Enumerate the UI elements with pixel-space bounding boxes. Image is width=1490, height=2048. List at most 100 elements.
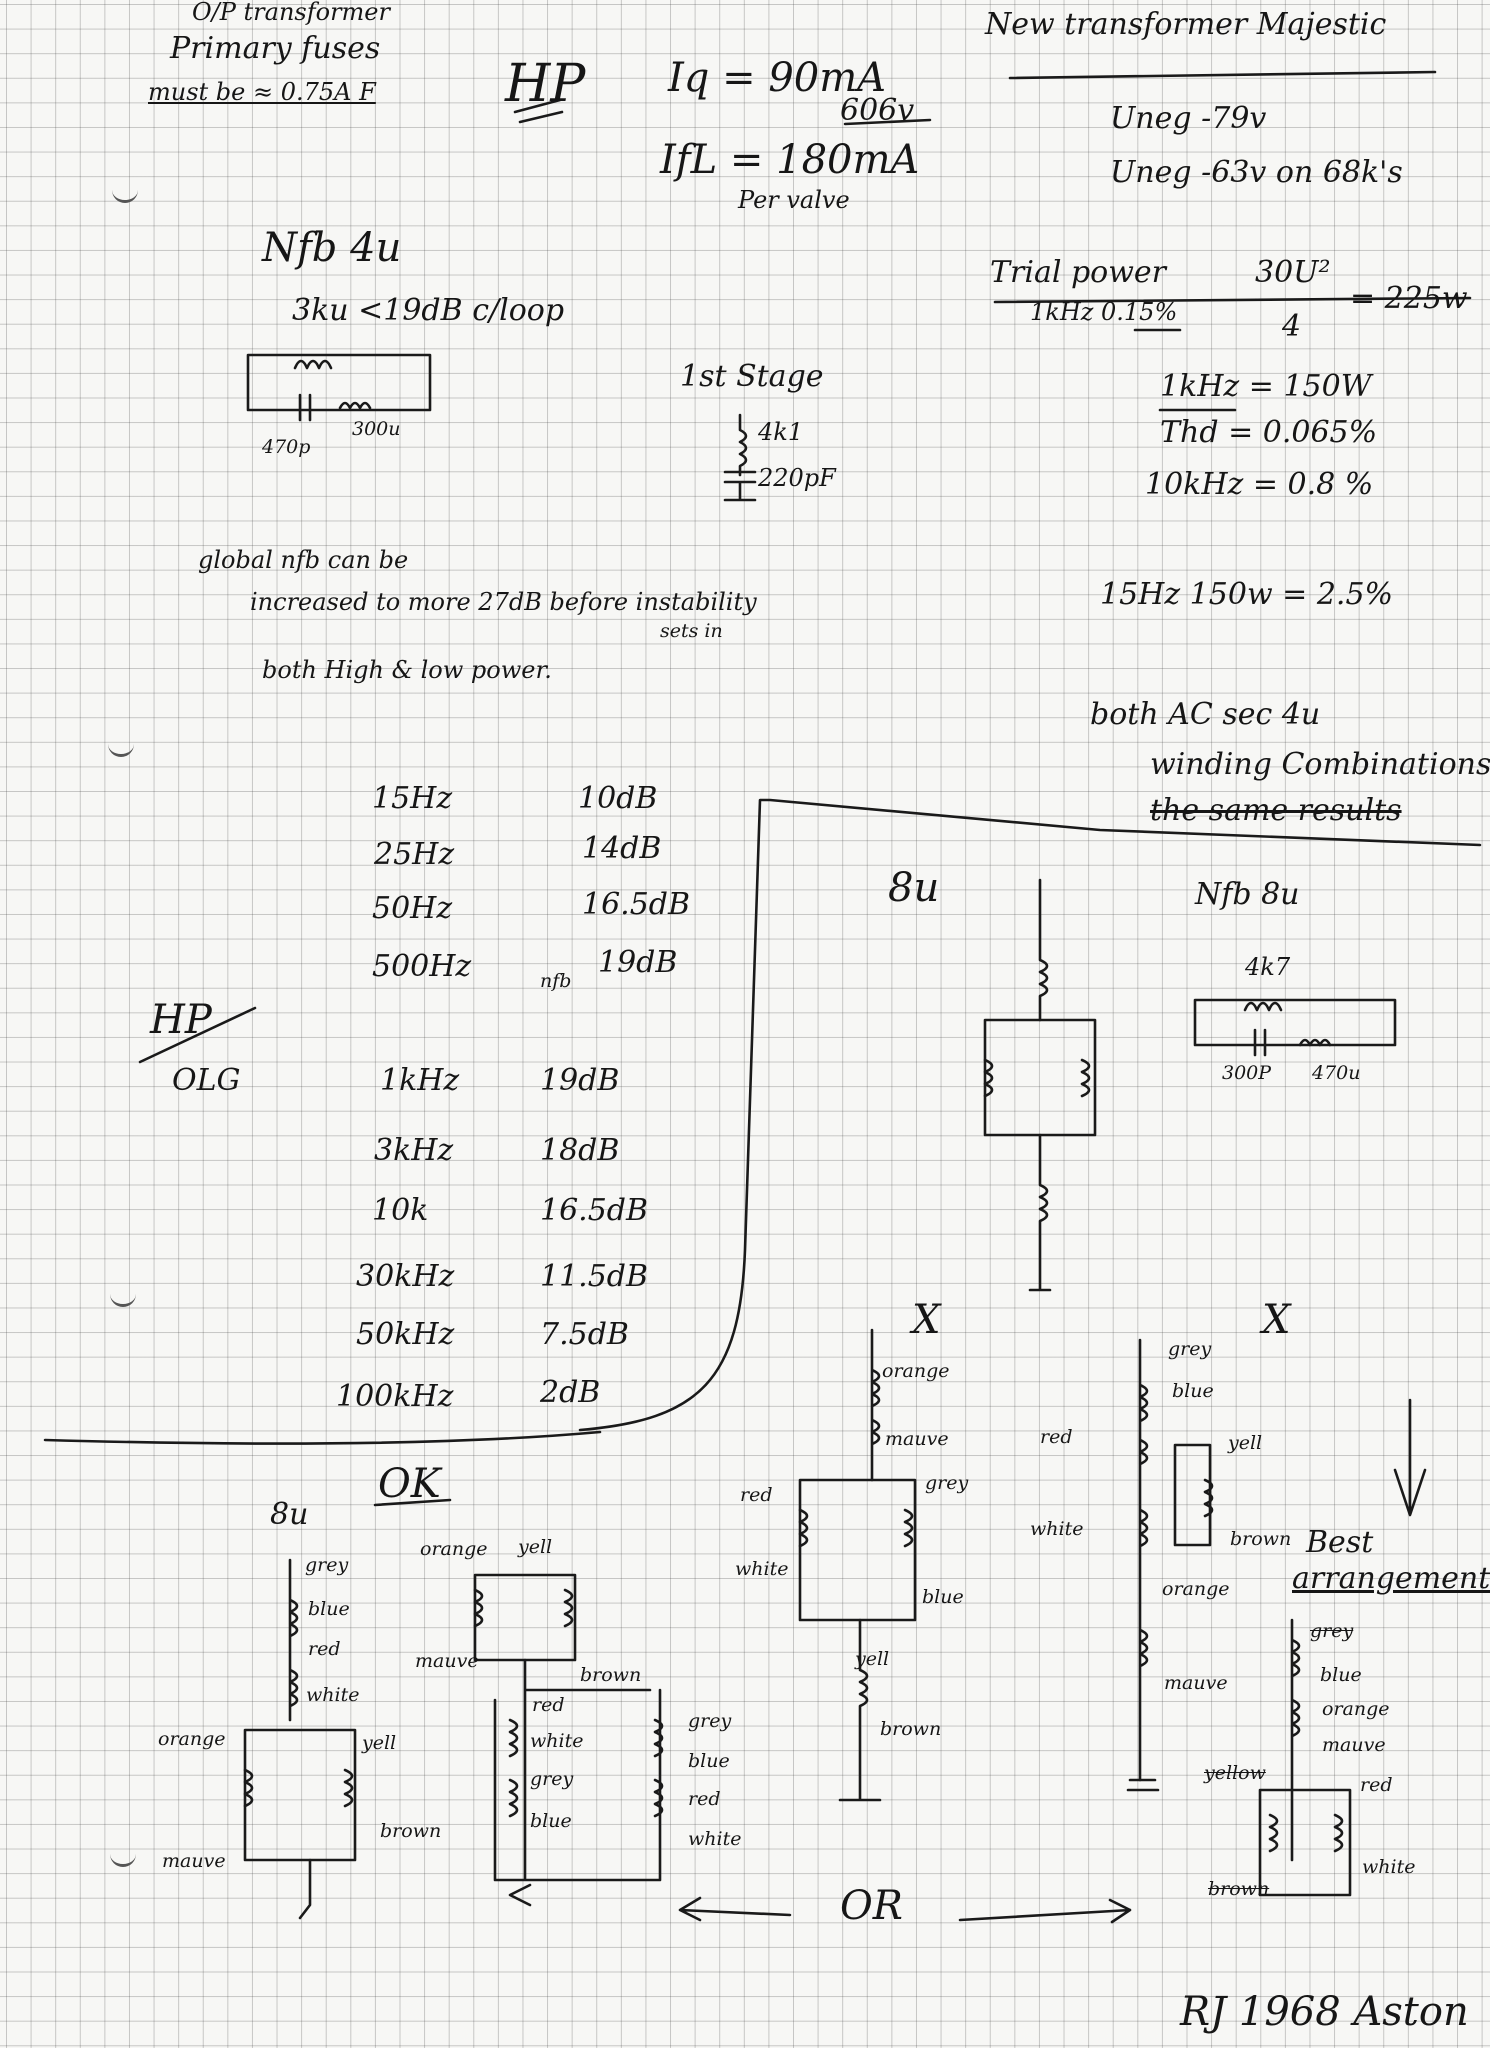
- first-stage-capacitor: 220pF: [758, 464, 836, 492]
- d3-mauve: mauve: [885, 1428, 949, 1450]
- d5-blue: blue: [1320, 1664, 1362, 1686]
- global-nfb-line-1: global nfb can be: [198, 546, 409, 574]
- power-1khz: 1kHz = 150W: [1160, 369, 1372, 404]
- olg-gain: 2dB: [540, 1375, 601, 1410]
- ok-label: OK: [378, 1461, 441, 1507]
- nfb4-capacitor: 470p: [262, 436, 311, 458]
- d1-grey: grey: [305, 1554, 349, 1576]
- olg-freq: 100kHz: [336, 1379, 454, 1414]
- binder-hole: [112, 186, 138, 203]
- d1-blue: blue: [308, 1598, 350, 1620]
- olg-gain: 19dB: [540, 1063, 620, 1098]
- khz-thd-value: 1kHz 0.15%: [1030, 298, 1178, 326]
- ac-sec-note-3: the same results: [1150, 793, 1402, 828]
- d2-red: red: [532, 1694, 565, 1716]
- nfb8-title: Nfb 8u: [1195, 877, 1300, 912]
- olg-freq: 15Hz: [372, 781, 453, 816]
- olg-nfb-label: nfb: [540, 970, 572, 992]
- d2-white-2: white: [688, 1828, 742, 1850]
- d1-mauve: mauve: [162, 1850, 226, 1872]
- d4-white: white: [1030, 1518, 1084, 1540]
- olg-freq: 50Hz: [372, 891, 453, 926]
- olg-gain: 7.5dB: [540, 1317, 629, 1352]
- d3-brown: brown: [880, 1718, 942, 1740]
- uneg-line-1: Uneg -79v: [1110, 101, 1267, 136]
- olg-gain: 11.5dB: [540, 1259, 649, 1294]
- d1-white: white: [306, 1684, 360, 1706]
- olg-hp-label: HP: [150, 997, 212, 1043]
- signature: RJ 1968 Aston: [1180, 1989, 1469, 2035]
- d3-yell: yell: [855, 1648, 890, 1670]
- ifl-value: IfL = 180mA: [660, 137, 920, 183]
- olg-freq: 3kHz: [374, 1133, 454, 1168]
- nfb4-title: Nfb 4u: [262, 225, 402, 271]
- nfb4-resistor: 300u: [352, 418, 401, 440]
- d4-mauve: mauve: [1164, 1672, 1228, 1694]
- olg-freq: 500Hz: [372, 949, 472, 984]
- global-nfb-line-2: increased to more 27dB before instabilit…: [250, 588, 757, 616]
- olg-gain: 10dB: [578, 781, 658, 816]
- d4-yell: yell: [1228, 1432, 1263, 1454]
- olg-gain: 19dB: [598, 945, 678, 980]
- ac-sec-note-2: winding Combinations: [1150, 747, 1490, 782]
- d1-orange: orange: [158, 1728, 226, 1750]
- olg-freq: 50kHz: [356, 1317, 455, 1352]
- per-valve-note: Per valve: [738, 186, 850, 214]
- d2-blue: blue: [530, 1810, 572, 1832]
- majestic-title: New transformer Majestic: [985, 7, 1387, 42]
- olg-gain: 18dB: [540, 1133, 620, 1168]
- d3-red: red: [740, 1484, 773, 1506]
- iq-value: Iq = 90mA: [668, 55, 887, 101]
- global-nfb-line-3: sets in: [660, 620, 723, 642]
- d4-orange: orange: [1162, 1578, 1230, 1600]
- power-10khz: 10kHz = 0.8 %: [1145, 467, 1374, 502]
- ac-sec-note-1: both AC sec 4u: [1090, 697, 1321, 732]
- formula-result: = 225w: [1350, 281, 1468, 316]
- d3-blue: blue: [922, 1586, 964, 1608]
- d2-grey: grey: [530, 1768, 574, 1790]
- first-stage-resistor: 4k1: [758, 418, 804, 446]
- d5-orange: orange: [1322, 1698, 1390, 1720]
- olg-gain: 16.5dB: [540, 1193, 649, 1228]
- trial-power-label: Trial power: [990, 255, 1167, 290]
- d4-brown: brown: [1230, 1528, 1292, 1550]
- olg-gain: 16.5dB: [582, 887, 691, 922]
- d2-brown: brown: [580, 1664, 642, 1686]
- d5-arrangement: arrangement: [1292, 1561, 1490, 1596]
- eight-ohm-label: 8u: [888, 865, 940, 911]
- d5-mauve: mauve: [1322, 1734, 1386, 1756]
- d4-cross: X: [1262, 1297, 1291, 1343]
- thd-value: Thd = 0.065%: [1160, 415, 1378, 450]
- d5-best: Best: [1306, 1525, 1374, 1560]
- or-label: OR: [840, 1883, 903, 1929]
- d4-grey: grey: [1168, 1338, 1212, 1360]
- d1-red: red: [308, 1638, 341, 1660]
- uneg-line-2: Uneg -63v on 68k's: [1110, 155, 1403, 190]
- d5-grey: grey: [1310, 1620, 1354, 1642]
- d3-grey: grey: [925, 1472, 969, 1494]
- binder-hole: [110, 1290, 136, 1307]
- formula-numerator: 30U²: [1255, 255, 1331, 290]
- olg-gain: 14dB: [582, 831, 662, 866]
- d4-blue: blue: [1172, 1380, 1214, 1402]
- d2-yell: yell: [518, 1536, 553, 1558]
- d4-red: red: [1040, 1426, 1073, 1448]
- d3-cross: X: [912, 1297, 941, 1343]
- d5-brown: brown: [1208, 1878, 1270, 1900]
- primary-fuses-note: Primary fuses: [170, 31, 381, 66]
- op-transformer-note: O/P transformer: [192, 0, 390, 26]
- d2-white: white: [530, 1730, 584, 1752]
- d1-8u: 8u: [270, 1497, 309, 1532]
- first-stage-title: 1st Stage: [680, 359, 824, 394]
- d3-white: white: [735, 1558, 789, 1580]
- d2-orange: orange: [420, 1538, 488, 1560]
- binder-hole: [110, 1850, 136, 1867]
- hp-heading: HP: [505, 54, 586, 114]
- olg-freq: 10k: [372, 1193, 429, 1228]
- d2-red-2: red: [688, 1788, 721, 1810]
- formula-denominator: 4: [1282, 309, 1302, 344]
- olg-label: OLG: [172, 1063, 241, 1098]
- d5-yellow: yellow: [1204, 1762, 1266, 1784]
- binder-hole: [108, 740, 134, 757]
